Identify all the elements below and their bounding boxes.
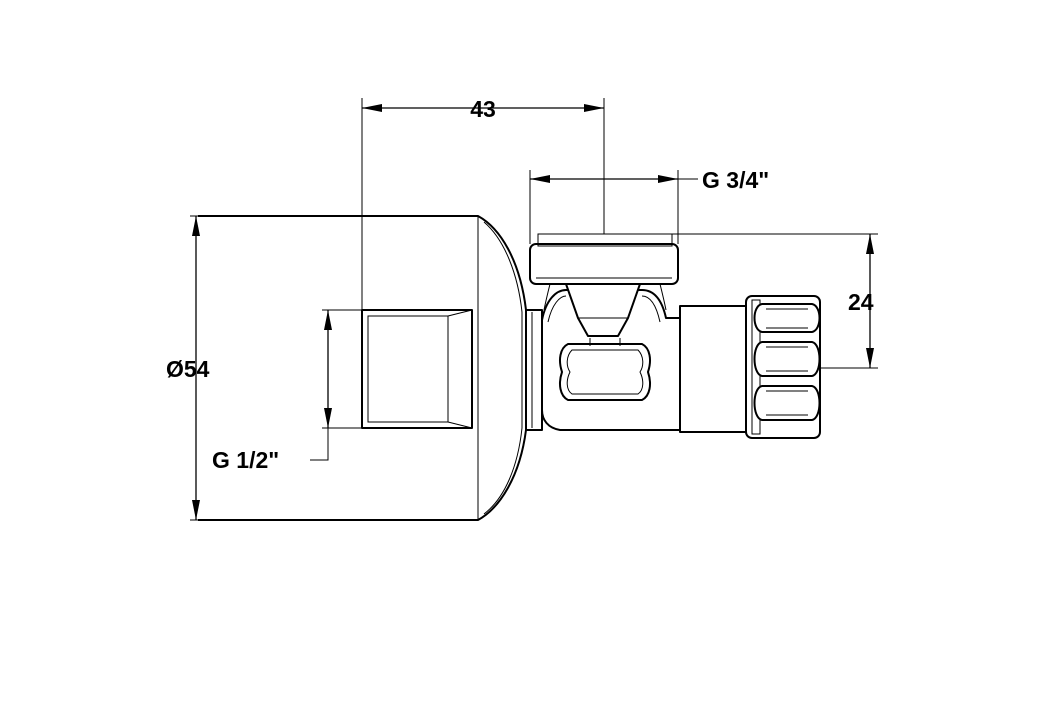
valve-neck (525, 309, 543, 431)
stem-housing (679, 305, 747, 433)
outlet-connector (529, 243, 679, 285)
label-outlet-thread: G 3/4" (702, 167, 769, 193)
label-height-24: 24 (848, 289, 874, 315)
label-diameter-54: Ø54 (166, 356, 210, 382)
label-inlet-thread: G 1/2" (212, 447, 279, 473)
label-width-43: 43 (470, 96, 496, 122)
hex-nut (559, 343, 651, 401)
handwheel (745, 295, 821, 439)
valve-body (198, 215, 821, 521)
dimension-lines (190, 98, 878, 521)
inlet-thread-insert (361, 309, 473, 429)
